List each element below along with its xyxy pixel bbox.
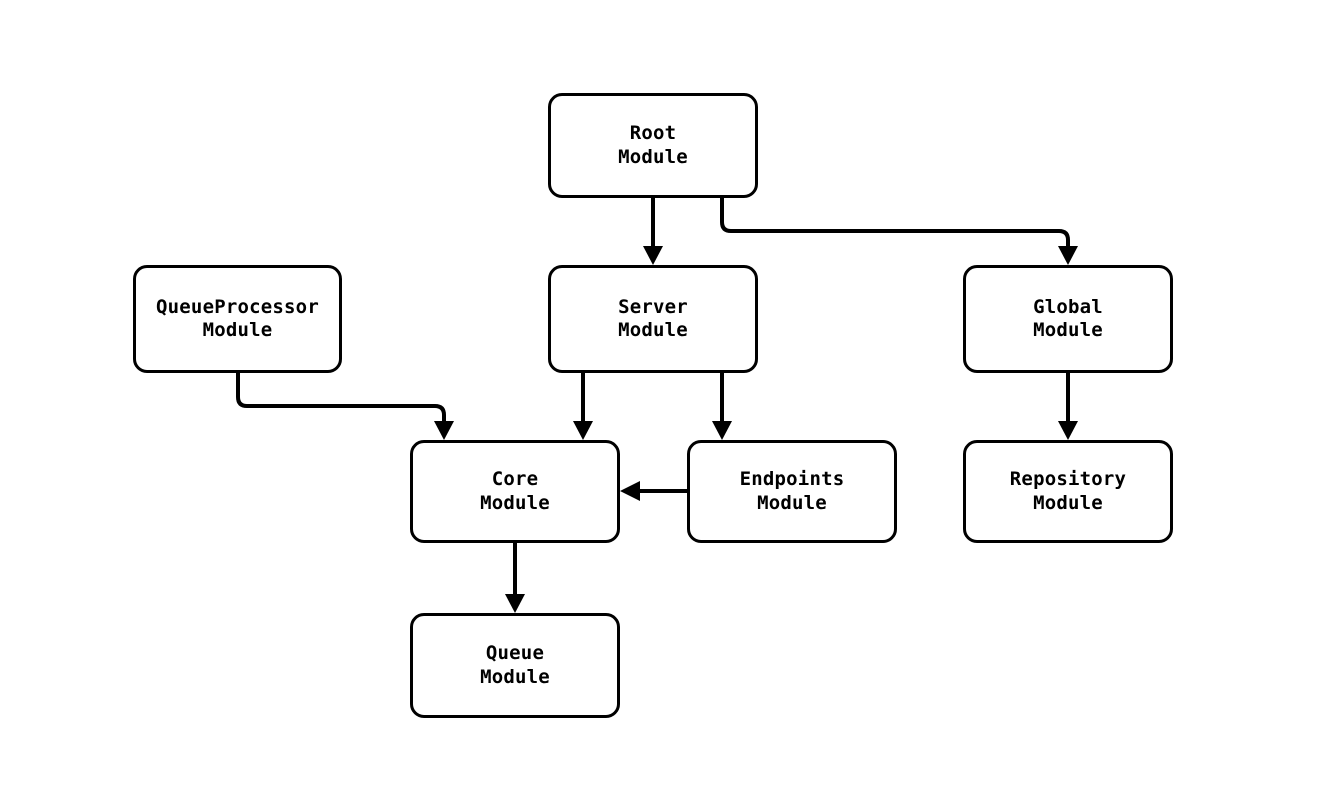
node-repository-label: Repository Module	[1009, 468, 1127, 514]
node-queueprocessor[interactable]: QueueProcessor Module	[133, 265, 342, 373]
edge-queueprocessor-core	[236, 373, 454, 440]
edge-server-core	[573, 373, 593, 440]
edge-server-endpoints	[712, 373, 732, 440]
node-core-label: Core Module	[480, 468, 550, 514]
edge-core-queue	[505, 543, 525, 613]
node-queueprocessor-label: QueueProcessor Module	[156, 295, 319, 341]
edge-root-server	[643, 198, 663, 265]
node-endpoints[interactable]: Endpoints Module	[687, 440, 897, 543]
node-server[interactable]: Server Module	[548, 265, 758, 373]
node-core[interactable]: Core Module	[410, 440, 620, 543]
edge-root-global	[720, 198, 1078, 265]
node-server-label: Server Module	[618, 295, 688, 341]
node-global-label: Global Module	[1033, 295, 1103, 341]
node-global[interactable]: Global Module	[963, 265, 1173, 373]
node-root-label: Root Module	[618, 122, 688, 168]
node-root[interactable]: Root Module	[548, 93, 758, 198]
node-endpoints-label: Endpoints Module	[739, 468, 845, 514]
edge-global-repository	[1058, 373, 1078, 440]
node-queue[interactable]: Queue Module	[410, 613, 620, 718]
node-repository[interactable]: Repository Module	[963, 440, 1173, 543]
node-queue-label: Queue Module	[480, 642, 550, 688]
edge-endpoints-core	[620, 481, 687, 501]
